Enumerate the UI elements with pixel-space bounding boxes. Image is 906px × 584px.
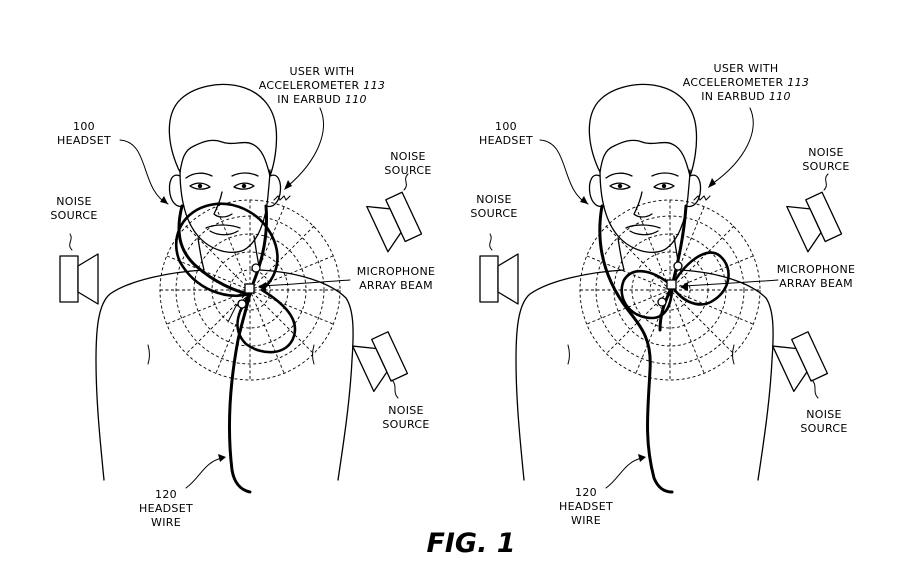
noise-speaker-left [479, 233, 519, 305]
wire-leader [185, 457, 223, 489]
wire-label-line1: HEADSET [559, 500, 613, 513]
noise-left-line1: NOISE [56, 195, 92, 208]
beam-label-line2: ARRAY BEAM [779, 277, 853, 290]
headset-wire [598, 204, 688, 494]
noise-top-right-line1: NOISE [390, 150, 426, 163]
beam-label-line2: ARRAY BEAM [359, 279, 433, 292]
noise-speaker-top-right [786, 173, 844, 253]
noise-left-line2: SOURCE [50, 209, 97, 222]
noise-speaker-bottom-right [352, 329, 409, 399]
noise-bottom-right-line1: NOISE [388, 404, 424, 417]
user-label-line1: USER WITH [714, 62, 779, 75]
headset-number: 100 [73, 120, 95, 133]
wire-number: 120 [575, 486, 597, 499]
beam-label-line1: MICROPHONE [357, 265, 435, 278]
user-label-line2: ACCELEROMETER 113 [683, 76, 809, 89]
panel-right: USER WITH ACCELEROMETER 113 IN EARBUD 11… [470, 62, 855, 527]
noise-left-line1: NOISE [476, 193, 512, 206]
panel-left: USER WITH ACCELEROMETER 113 IN EARBUD 11… [50, 65, 435, 529]
mic-node [673, 261, 683, 271]
wire-number: 120 [155, 488, 177, 501]
noise-speaker-top-right [366, 173, 424, 253]
wire-label-line2: WIRE [151, 516, 181, 529]
noise-left-line2: SOURCE [470, 207, 517, 220]
mic-array-node [666, 279, 677, 290]
headset-leader [119, 139, 169, 205]
headset-label: HEADSET [479, 134, 533, 147]
headset-leader [539, 139, 589, 205]
beam-label-line1: MICROPHONE [777, 263, 855, 276]
noise-speaker-bottom-right [772, 329, 829, 399]
user-leader [711, 107, 754, 185]
mic-node [657, 297, 667, 307]
noise-top-right-line2: SOURCE [384, 164, 431, 177]
user-label-line3: IN EARBUD 110 [701, 90, 791, 103]
wire-leader [605, 457, 643, 489]
noise-speaker-left [59, 233, 99, 305]
figure-caption: FIG. 1 [426, 528, 515, 559]
mic-node [251, 263, 261, 273]
user-figure [515, 83, 774, 481]
noise-top-right-line1: NOISE [808, 146, 844, 159]
user-label-line1: USER WITH [290, 65, 355, 78]
user-label-line2: ACCELEROMETER 113 [259, 79, 385, 92]
beam-leader [683, 279, 779, 287]
wire-label-line1: HEADSET [139, 502, 193, 515]
user-leader [287, 107, 324, 187]
noise-bottom-right-line1: NOISE [806, 408, 842, 421]
headset-number: 100 [495, 120, 517, 133]
user-label-line3: IN EARBUD 110 [277, 93, 367, 106]
noise-top-right-line2: SOURCE [802, 160, 849, 173]
wire-label-line2: WIRE [571, 514, 601, 527]
mic-node [237, 299, 247, 309]
microphone-array-beam-wide [174, 202, 297, 354]
noise-bottom-right-line2: SOURCE [382, 418, 429, 431]
noise-bottom-right-line2: SOURCE [800, 422, 847, 435]
beam-leader [261, 279, 351, 287]
mic-array-node [244, 283, 255, 294]
microphone-array-beam-narrow [620, 251, 730, 320]
headset-label: HEADSET [57, 134, 111, 147]
